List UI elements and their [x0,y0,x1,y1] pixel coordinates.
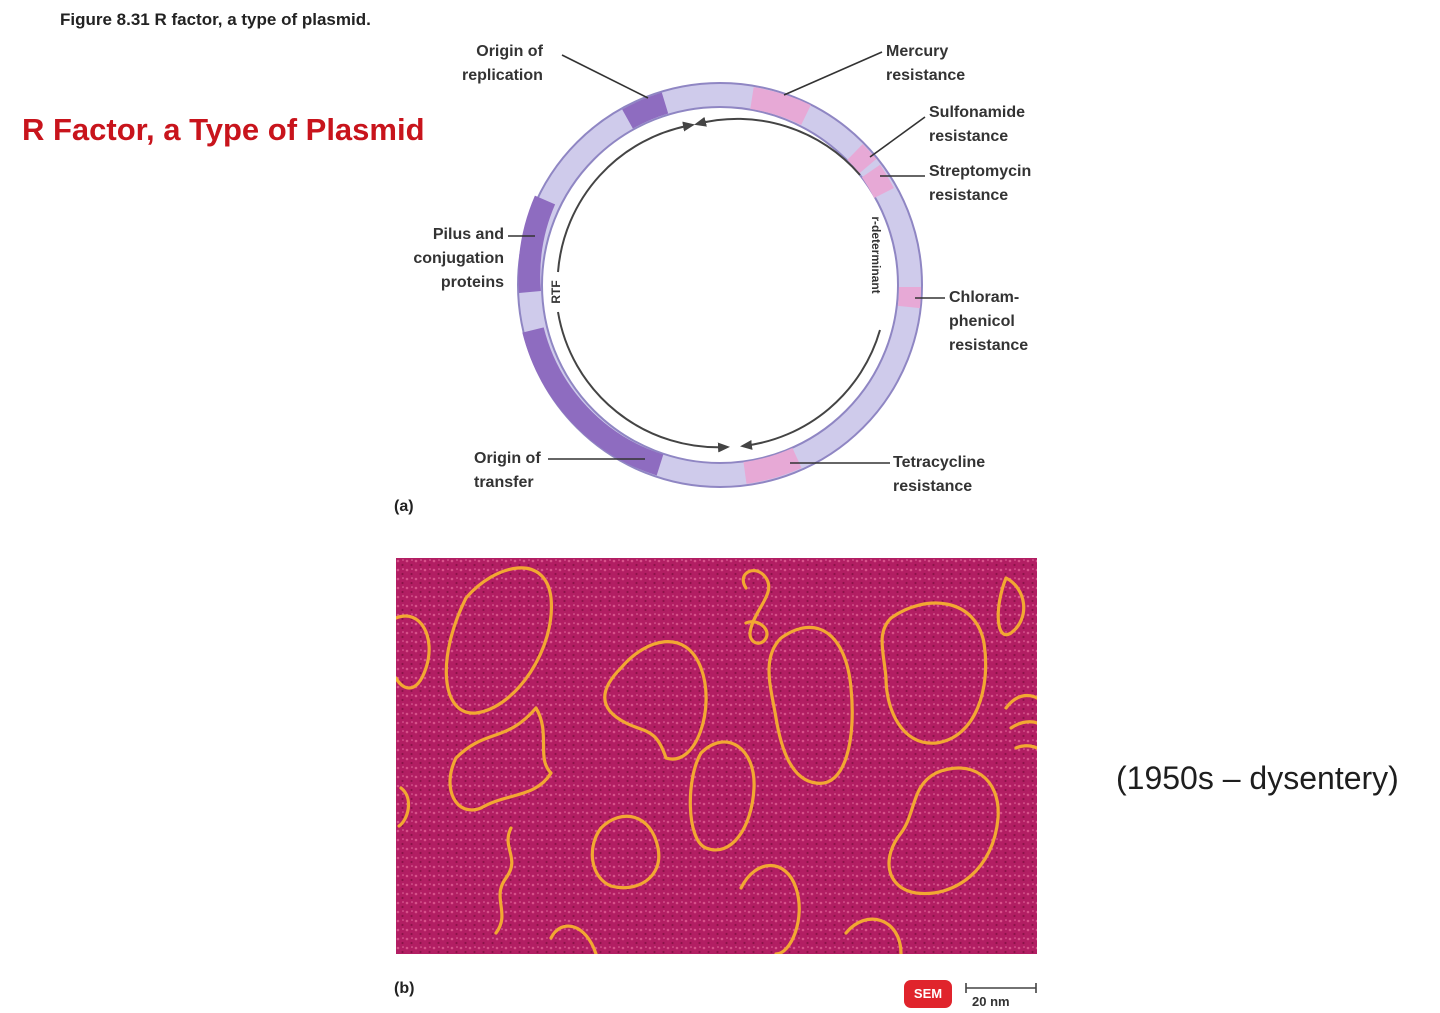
chloramphenicol-resistance-label: Chloram- phenicol resistance [949,289,1029,354]
origin-replication-label: Origin of replication [462,43,543,84]
figure-caption: Figure 8.31 R factor, a type of plasmid. [60,10,371,29]
segment-sulfonamide [847,144,877,174]
segment-streptomycin [861,164,894,199]
streptomycin-resistance-label: Streptomycin resistance [929,163,1032,204]
r-determinant-arc-upper [694,116,861,176]
segment-pilus [518,195,556,293]
segment-origin-replication [622,92,669,129]
segment-tetracycline [743,447,802,484]
rtf-arc-upper [557,121,695,273]
origin-transfer-label: Origin of transfer [474,450,541,491]
plasmid-micrograph [396,558,1037,954]
slide-title: R Factor, a Type of Plasmid [22,112,425,147]
scale-bar-label: 20 nm [972,994,1010,1009]
segment-origin-transfer [522,327,664,476]
sem-badge: SEM [904,980,952,1008]
pilus-conjugation-label: Pilus and conjugation proteins [413,226,504,291]
sulfonamide-resistance-label: Sulfonamide resistance [929,104,1026,145]
tetracycline-resistance-label: Tetracycline resistance [893,454,986,495]
side-note: (1950s – dysentery) [1116,760,1399,796]
mercury-resistance-label: Mercury resistance [886,43,966,84]
panel-a-label: (a) [394,498,414,515]
scale-bar [965,983,1037,993]
rtf-arc-lower [557,311,730,453]
rtf-label: RTF [549,280,563,303]
dna-loops [396,566,1037,954]
plasmid-diagram: RTF r-determinant [508,51,945,488]
segment-mercury [750,87,811,125]
panel-b-label: (b) [394,980,415,997]
leader-lines [508,51,945,464]
r-determinant-arc-lower [740,329,881,450]
segment-chloramphenicol [898,286,922,309]
r-determinant-label: r-determinant [869,216,883,293]
